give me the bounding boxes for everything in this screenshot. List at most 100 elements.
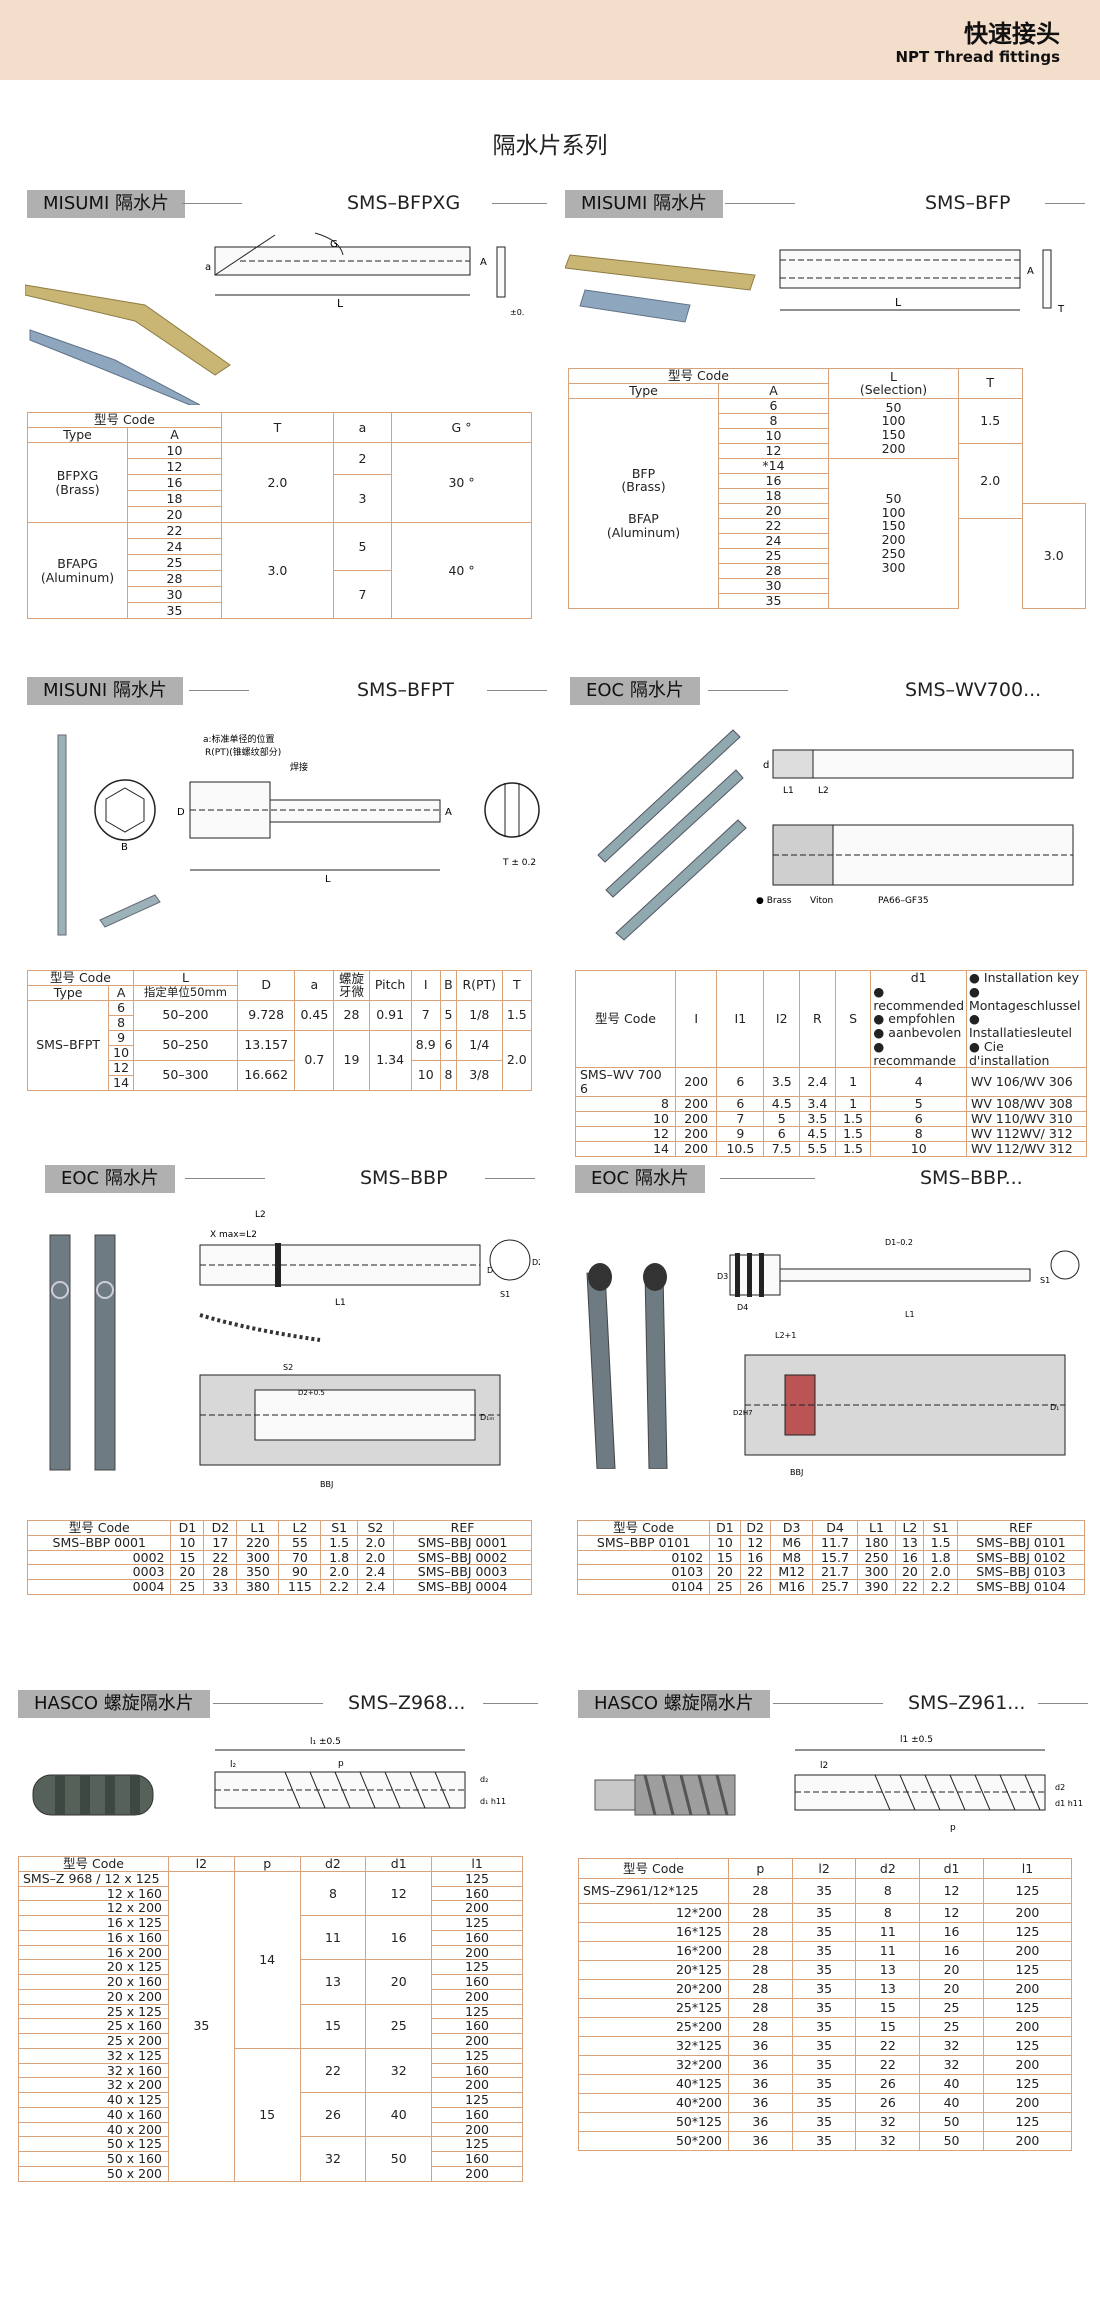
label-d: d xyxy=(763,760,769,771)
cell: 1 xyxy=(834,1095,872,1112)
cell: 6 xyxy=(716,1095,765,1112)
cell: 70 xyxy=(278,1549,322,1566)
l1-value: 200 xyxy=(431,2121,523,2138)
b-value: 5 xyxy=(439,999,457,1031)
round-end-view xyxy=(484,782,540,838)
cell: 22 xyxy=(203,1549,238,1566)
cell: 28 xyxy=(728,1998,793,2018)
cell: 20 xyxy=(919,1960,984,1980)
bfpt-drawing-blade xyxy=(269,799,441,823)
l1-value: 125 xyxy=(431,2047,523,2064)
label-l2: l2 xyxy=(820,1761,828,1771)
cell: 33 xyxy=(203,1579,238,1595)
cell: 35 xyxy=(791,2036,857,2056)
cell: 14 xyxy=(575,1140,676,1157)
cell: 125 xyxy=(982,2112,1073,2132)
cell: 20 xyxy=(919,1979,984,1999)
col-i2: I2 xyxy=(763,969,801,1069)
cell: WV 108/WV 308 xyxy=(966,1095,1087,1112)
key-note: ● Installation key xyxy=(969,970,1079,985)
l1-value: 200 xyxy=(431,1900,523,1916)
cell: M6 xyxy=(769,1534,814,1551)
header-subtitle: NPT Thread fittings xyxy=(895,48,1060,66)
col-l-label: L xyxy=(890,368,897,384)
a-value: 8 xyxy=(108,1014,134,1031)
g-value: 30 ° xyxy=(391,442,532,523)
cell: 20 xyxy=(170,1564,205,1580)
col-s: S xyxy=(834,969,872,1069)
code-cell: 12 x 200 xyxy=(18,1900,169,1916)
a-value: 20 xyxy=(127,506,222,523)
cell: 125 xyxy=(982,1922,1073,1942)
label-l2: L2 xyxy=(255,1210,266,1220)
l-value: 250 xyxy=(881,545,906,561)
cell: M16 xyxy=(769,1579,814,1595)
label-dm: D₁ₘ xyxy=(480,1413,494,1422)
a-value: 12 xyxy=(127,458,222,475)
label-l2: L2 xyxy=(818,786,829,796)
cell: 28 xyxy=(728,1979,793,1999)
cell: 2.0 xyxy=(356,1534,395,1551)
code-cell: 50 x 160 xyxy=(18,2151,169,2167)
label-p: p xyxy=(950,1823,956,1833)
col: REF xyxy=(393,1520,532,1536)
header-title: 快速接头 xyxy=(964,20,1060,48)
d-value: 13.157 xyxy=(236,1029,296,1061)
col-code: 型号 Code xyxy=(27,970,134,986)
note-position: a:标准单径的位置 xyxy=(203,733,275,745)
col: 型号 Code xyxy=(578,1858,729,1879)
header-rule xyxy=(773,1703,883,1704)
col-pitch: Pitch xyxy=(368,970,412,1001)
l1-value: 125 xyxy=(431,1959,523,1975)
l-value: 200 xyxy=(881,440,906,456)
col-i: I xyxy=(410,970,441,1001)
cell: 35 xyxy=(791,1922,857,1942)
col: L1 xyxy=(856,1520,897,1536)
cell: 32 xyxy=(919,2055,984,2075)
a-value: 22 xyxy=(127,522,222,539)
type-cell: BFPXG (Brass) xyxy=(27,442,128,523)
cell: 22 xyxy=(855,2055,921,2075)
cell: SMS–Z961/12*125 xyxy=(578,1878,729,1904)
code-cell: 25 x 125 xyxy=(18,2003,169,2020)
header-rule xyxy=(492,203,547,204)
label-l1: l₁ ±0.5 xyxy=(310,1737,341,1747)
r-value: 1/4 xyxy=(455,1029,503,1061)
code-cell: 16 x 160 xyxy=(18,1929,169,1946)
label-p: p xyxy=(338,1759,344,1769)
l-value: 50–250 xyxy=(132,1029,238,1061)
a-value: 14 xyxy=(108,1074,134,1091)
section-code: SMS–BFPT xyxy=(357,679,455,701)
bfp-table: 型号 Code L(Selection) T Type A BFP (Brass… xyxy=(568,368,1086,609)
col-g: G ° xyxy=(391,412,532,443)
label-d2: D2 xyxy=(532,1258,540,1267)
a-value: 10 xyxy=(127,442,222,459)
label-l: L xyxy=(895,296,902,309)
col-thread-label2: 牙微 xyxy=(338,984,364,1000)
col-l: L xyxy=(132,970,238,986)
code-cell: 50 x 125 xyxy=(18,2136,169,2152)
col: l2 xyxy=(791,1858,857,1879)
a-value: 28 xyxy=(127,570,222,587)
col-type: Type xyxy=(26,984,110,1001)
a-value: 30 xyxy=(127,586,222,603)
type-name: BFP xyxy=(631,465,656,481)
cell: SMS–BBJ 0103 xyxy=(956,1564,1086,1580)
l-value: 50–200 xyxy=(132,999,238,1031)
cell: 28 xyxy=(728,1878,793,1904)
cell: 35 xyxy=(791,1941,857,1961)
bbp-product-image xyxy=(49,1234,71,1471)
cell: SMS–WV 700 6 xyxy=(575,1067,676,1097)
cell: 25.7 xyxy=(812,1579,858,1595)
page-header: 快速接头 NPT Thread fittings xyxy=(0,0,1100,80)
label-b: B xyxy=(121,842,128,853)
d1-value: 20 xyxy=(365,1959,433,2005)
